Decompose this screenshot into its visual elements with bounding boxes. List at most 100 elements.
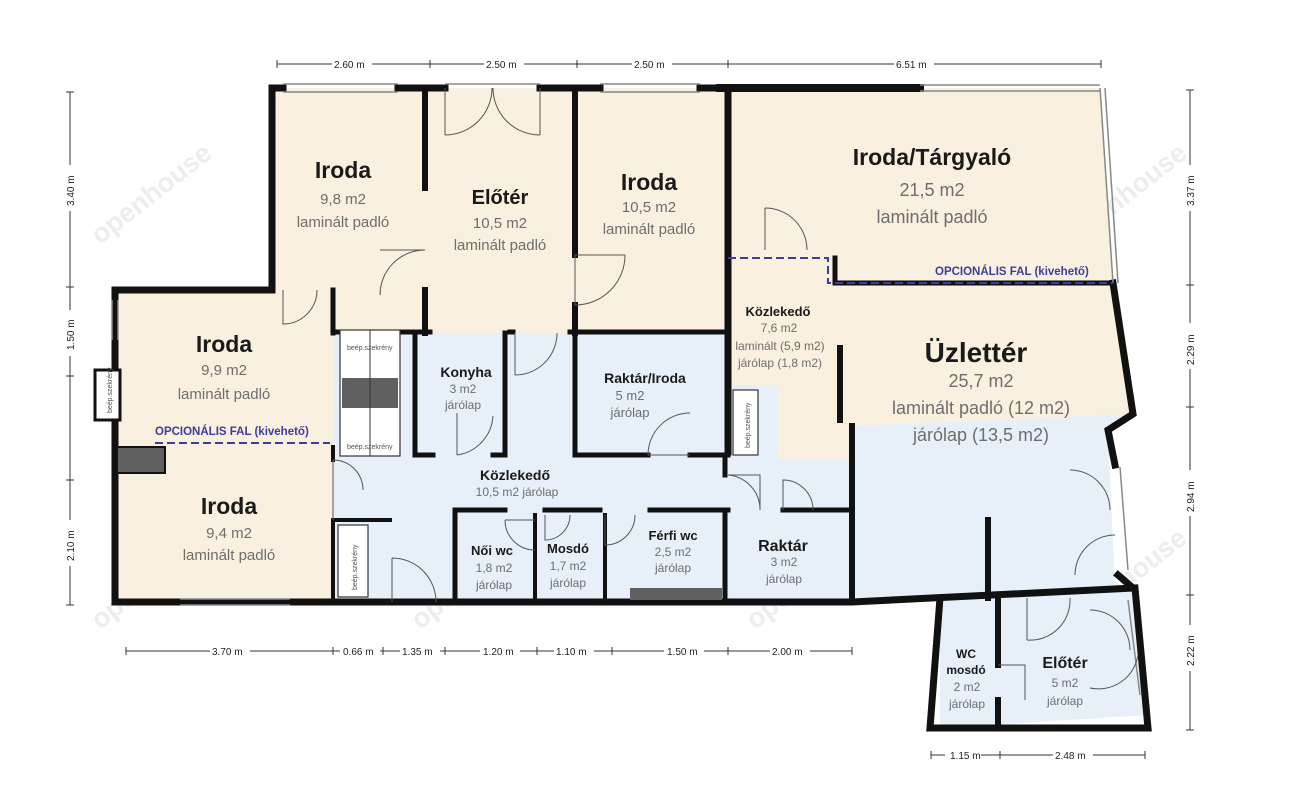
chimney bbox=[116, 446, 166, 474]
cabinet-label: beép.szekrény bbox=[347, 444, 393, 451]
room-floor: járólap bbox=[765, 572, 802, 586]
cabinet-label: beép.szekrény bbox=[352, 544, 359, 590]
dimension-labels: 2.60 m 2.50 m 2.50 m 6.51 m 3.70 m 0.66 … bbox=[63, 57, 1197, 762]
room-title: Iroda bbox=[315, 157, 371, 183]
room-area: 10,5 m2 bbox=[473, 215, 527, 232]
door bbox=[647, 412, 691, 456]
door bbox=[1074, 534, 1116, 576]
door bbox=[1069, 469, 1111, 511]
room-area: 1,7 m2 bbox=[550, 559, 587, 573]
door bbox=[764, 207, 808, 251]
door bbox=[492, 87, 541, 136]
door bbox=[1089, 654, 1139, 690]
door bbox=[456, 413, 494, 456]
room-area: 5 m2 bbox=[616, 388, 645, 403]
room-floor: laminált padló (12 m2) bbox=[892, 398, 1070, 418]
room-labels: Iroda 9,8 m2 laminált padló Előtér 10,5 … bbox=[178, 144, 1088, 711]
room-floor: laminált padló bbox=[603, 221, 696, 238]
room-title: Raktár bbox=[758, 538, 808, 555]
door bbox=[1026, 597, 1071, 641]
room-area: 2,5 m2 bbox=[655, 545, 692, 559]
cabinets: beép.szekrény beép.szekrény beép.szekrén… bbox=[93, 329, 759, 600]
dimension-label: 1.15 m bbox=[950, 751, 981, 762]
room-title: Férfi wc bbox=[648, 528, 697, 543]
dimension-label: 2.29 m bbox=[1186, 334, 1197, 365]
room-floor: járólap bbox=[444, 398, 481, 412]
laminate-floor bbox=[272, 88, 433, 333]
room-area: 1,8 m2 bbox=[476, 561, 513, 575]
room-area: 2 m2 bbox=[954, 680, 981, 694]
door bbox=[282, 289, 318, 325]
door bbox=[782, 479, 814, 511]
cabinet bbox=[93, 368, 122, 422]
room-area: 25,7 m2 bbox=[948, 371, 1013, 391]
room-floor: járólap bbox=[549, 576, 586, 590]
laminate-floor bbox=[115, 290, 333, 447]
doors bbox=[282, 87, 1139, 700]
room-area: 9,4 m2 bbox=[206, 525, 252, 542]
room-title: Konyha bbox=[440, 364, 492, 380]
walls bbox=[111, 84, 1152, 732]
room-floor: laminált (5,9 m2) bbox=[735, 339, 824, 353]
dimension-label: 1.50 m bbox=[667, 647, 698, 658]
dimension-label: 3.37 m bbox=[1186, 175, 1197, 206]
room-floor: laminált padló bbox=[876, 207, 987, 227]
room-floor: járólap bbox=[654, 561, 691, 575]
room-title: Iroda bbox=[621, 169, 677, 195]
room-area: 10,5 m2 bbox=[622, 199, 676, 216]
door bbox=[1089, 609, 1131, 651]
room-floor: járólap (13,5 m2) bbox=[912, 425, 1049, 445]
room-floor: laminált padló bbox=[178, 386, 271, 403]
cabinet-label: beép.szekrény bbox=[745, 402, 752, 448]
optional-wall-label: OPCIONÁLIS FAL (kivehető) bbox=[935, 265, 1089, 278]
laminate-floor bbox=[728, 88, 1113, 283]
room-title: mosdó bbox=[946, 663, 985, 677]
optional-walls bbox=[155, 257, 1113, 444]
room-area: 10,5 m2 járólap bbox=[476, 485, 559, 499]
door bbox=[444, 87, 493, 136]
dimension-label: 1.20 m bbox=[483, 647, 514, 658]
room-area: 21,5 m2 bbox=[899, 180, 964, 200]
room-title: Iroda/Tárgyaló bbox=[853, 144, 1011, 170]
room-area: 7,6 m2 bbox=[761, 321, 798, 335]
dimension-label: 3.70 m bbox=[212, 647, 243, 658]
dimension-label: 0.66 m bbox=[343, 647, 374, 658]
dimension-label: 1.35 m bbox=[402, 647, 433, 658]
radiator bbox=[630, 588, 722, 600]
room-title: Közlekedő bbox=[745, 304, 810, 319]
door bbox=[544, 514, 571, 541]
door bbox=[998, 664, 1026, 700]
door bbox=[379, 249, 426, 296]
laminate-floor bbox=[115, 447, 333, 602]
room-floor: laminált padló bbox=[183, 547, 276, 564]
room-floor: járólap (1,8 m2) bbox=[737, 356, 822, 370]
room-floor: járólap bbox=[1046, 694, 1083, 708]
room-area: 5 m2 bbox=[1052, 676, 1079, 690]
room-floor: laminált padló bbox=[454, 237, 547, 254]
laminate-floor bbox=[425, 88, 578, 333]
windows bbox=[111, 83, 1141, 696]
optional-wall-label: OPCIONÁLIS FAL (kivehető) bbox=[155, 425, 309, 438]
door bbox=[514, 332, 558, 376]
dimension-label: 2.50 m bbox=[634, 60, 665, 71]
room-area: 3 m2 bbox=[450, 382, 477, 396]
room-title: Előtér bbox=[1042, 655, 1087, 672]
room-floor: járólap bbox=[609, 405, 649, 420]
dimension-label: 2.10 m bbox=[66, 530, 77, 561]
dimension-label: 2.60 m bbox=[334, 60, 365, 71]
dimension-label: 1.10 m bbox=[556, 647, 587, 658]
door bbox=[604, 514, 636, 546]
room-title: Raktár/Iroda bbox=[604, 370, 686, 386]
dimension-label: 2.48 m bbox=[1055, 751, 1086, 762]
room-title: WC bbox=[956, 647, 976, 661]
laminate-floor bbox=[728, 258, 1133, 460]
door bbox=[727, 474, 761, 510]
room-title: Üzlettér bbox=[925, 337, 1028, 368]
cabinet-label: beép.szekrény bbox=[347, 345, 393, 352]
dimension-label: 6.51 m bbox=[896, 60, 927, 71]
room-title: Mosdó bbox=[547, 541, 589, 556]
laminate-floor bbox=[575, 88, 728, 333]
dimension-label: 2.94 m bbox=[1186, 481, 1197, 512]
